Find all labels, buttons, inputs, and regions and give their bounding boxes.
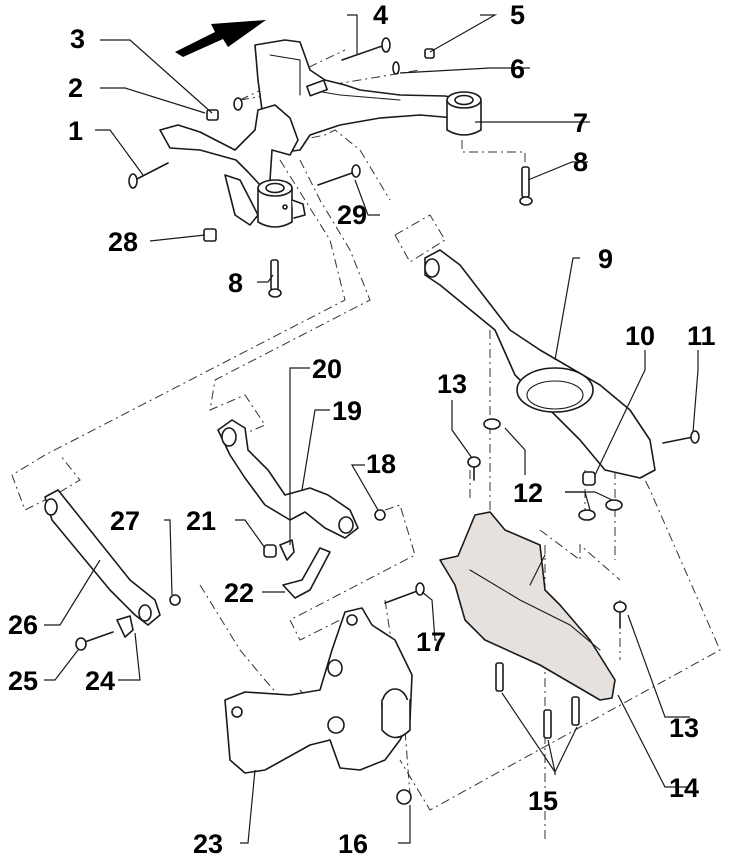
- callout-28: 28: [108, 227, 138, 257]
- callout-23: 23: [193, 829, 223, 859]
- callout-24: 24: [85, 666, 115, 696]
- lower-wishbone-9: [424, 249, 656, 479]
- callout-27: 27: [110, 506, 140, 536]
- callout-16: 16: [338, 829, 368, 859]
- callout-26: 26: [8, 610, 38, 640]
- bush-left: [257, 179, 306, 228]
- callout-21: 21: [186, 506, 216, 536]
- track-control-link-26: [44, 489, 161, 626]
- callout-14: 14: [669, 773, 699, 803]
- callout-8b: 8: [228, 268, 243, 298]
- bush-7: [446, 91, 482, 136]
- callout-25: 25: [8, 666, 38, 696]
- callout-18: 18: [366, 449, 396, 479]
- callout-11: 11: [687, 321, 716, 351]
- callout-6: 6: [510, 54, 525, 84]
- callout-3: 3: [70, 24, 85, 54]
- callout-9: 9: [598, 244, 613, 274]
- callouts: 1 2 3 4 5 6 7 8 8 9 10 11 12 13 13 14 15…: [8, 0, 716, 859]
- rear-subframe: [159, 39, 456, 226]
- callout-1: 1: [68, 116, 83, 146]
- leader-lines: [44, 14, 699, 844]
- callout-15: 15: [528, 786, 558, 816]
- underbody-shield-14: [439, 511, 616, 701]
- forward-direction-arrow: [175, 20, 266, 57]
- callout-17: 17: [416, 627, 446, 657]
- callout-7: 7: [573, 108, 588, 138]
- callout-4: 4: [373, 0, 388, 30]
- callout-5: 5: [510, 0, 525, 30]
- callout-13b: 13: [669, 713, 699, 743]
- callout-10: 10: [625, 321, 655, 351]
- callout-29: 29: [337, 200, 367, 230]
- callout-8: 8: [573, 147, 588, 177]
- callout-19: 19: [332, 396, 362, 426]
- callout-13: 13: [437, 369, 467, 399]
- callout-12: 12: [513, 478, 543, 508]
- callout-20: 20: [312, 354, 342, 384]
- callout-2: 2: [68, 73, 83, 103]
- wheel-bearing-housing-23: [224, 607, 413, 774]
- callout-22: 22: [224, 578, 254, 608]
- upper-wishbone-19: [217, 419, 359, 539]
